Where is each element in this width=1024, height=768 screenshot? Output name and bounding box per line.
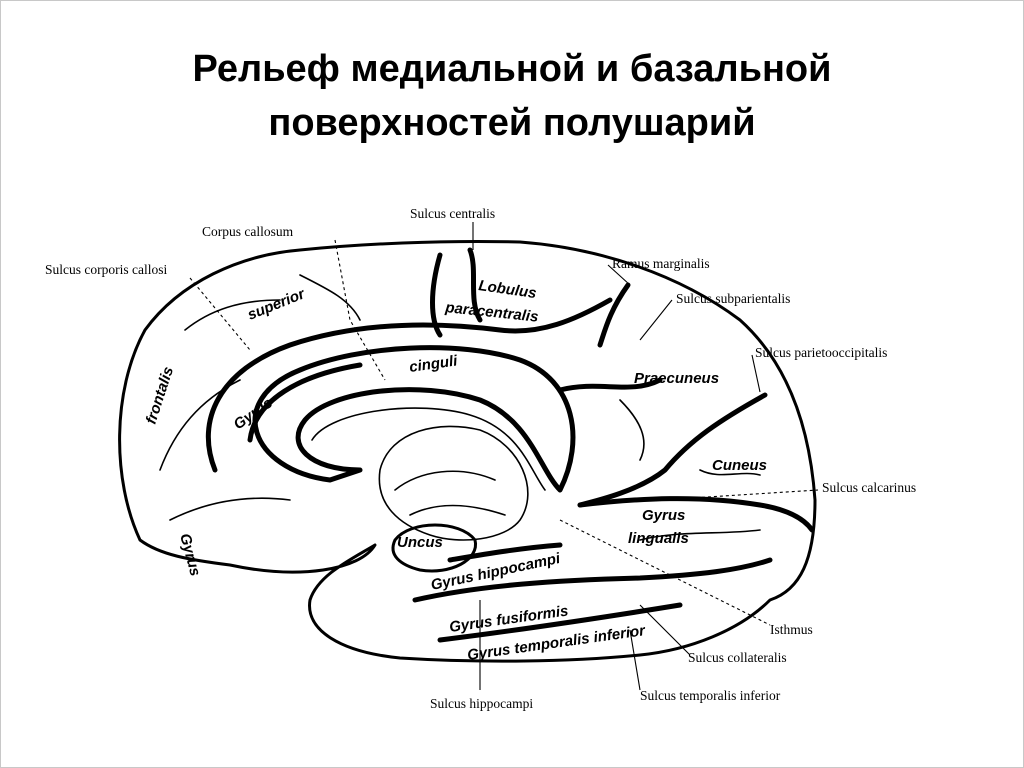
gyrus-label-gyrus-lingual: Gyrus: [642, 507, 685, 524]
gyrus-label-lobulus: Lobulus: [477, 277, 537, 302]
corpus-callosum-shape: [252, 345, 576, 493]
gyrus-label-uncus: Uncus: [397, 534, 443, 551]
gyrus-label-superior: superior: [245, 285, 308, 324]
label-sulcus-collateralis: Sulcus collateralis: [688, 650, 787, 665]
label-sulcus-subparietalis: Sulcus subparientalis: [676, 291, 790, 306]
gyrus-label-cuneus: Cuneus: [712, 457, 767, 474]
sulcus-collateralis-line: [412, 557, 773, 603]
thalamus-outline: [378, 425, 529, 541]
label-sulcus-calcarinus: Sulcus calcarinus: [822, 480, 916, 495]
thalamus-detail: [394, 470, 506, 516]
sulcus-centralis-line: [467, 247, 483, 323]
callosum-inner: [311, 407, 546, 491]
sulcus-parietooccipitalis-line: [577, 392, 768, 508]
sulcus-subparietalis-line: [557, 377, 663, 393]
title-line-1: Рельеф медиальной и базальной: [192, 48, 832, 90]
gyrus-label-praecuneus: Praecuneus: [634, 370, 719, 387]
gyrus-label-lingualis: lingualis: [628, 530, 689, 547]
label-sulcus-parietooccipitalis: Sulcus parietooccipitalis: [755, 345, 887, 360]
label-sulcus-corporis-callosi: Sulcus corporis callosi: [45, 262, 167, 277]
sulcus-hippocampi-line: [447, 542, 563, 563]
title-line-2: поверхностей полушарий: [268, 102, 756, 144]
uncus-shape: [391, 523, 477, 573]
label-ramus-marginalis: Ramus marginalis: [612, 256, 710, 271]
gyrus-label-gyrus-front: Gyrus: [176, 532, 204, 578]
hemisphere-outline: [118, 239, 817, 663]
label-corpus-callosum: Corpus callosum: [202, 224, 294, 239]
label-sulcus-hippocampi: Sulcus hippocampi: [430, 696, 533, 711]
label-sulcus-temporalis-inferior: Sulcus temporalis inferior: [640, 688, 781, 703]
gyrus-label-frontalis: frontalis: [143, 365, 177, 427]
label-sulcus-centralis: Sulcus centralis: [410, 206, 495, 221]
leader-lines: [189, 222, 819, 691]
label-isthmus: Isthmus: [770, 622, 813, 637]
sulcus-cinguli: [205, 297, 613, 473]
frontal-folds: [159, 274, 361, 521]
gyrus-label-cinguli: cinguli: [408, 352, 459, 376]
occipital-folds: [619, 399, 761, 541]
sulcus-temporalis-inferior-line: [437, 602, 683, 643]
paracentral-sulcus: [430, 252, 443, 338]
gyrus-label-paracentralis: paracentralis: [444, 299, 540, 326]
ramus-marginalis-line: [597, 282, 631, 348]
sulcus-calcarinus-line: [577, 496, 815, 533]
sulcus-corporis-callosi-line: [247, 362, 363, 443]
slide-title: Рельеф медиальной и базальной поверхност…: [0, 42, 1024, 150]
